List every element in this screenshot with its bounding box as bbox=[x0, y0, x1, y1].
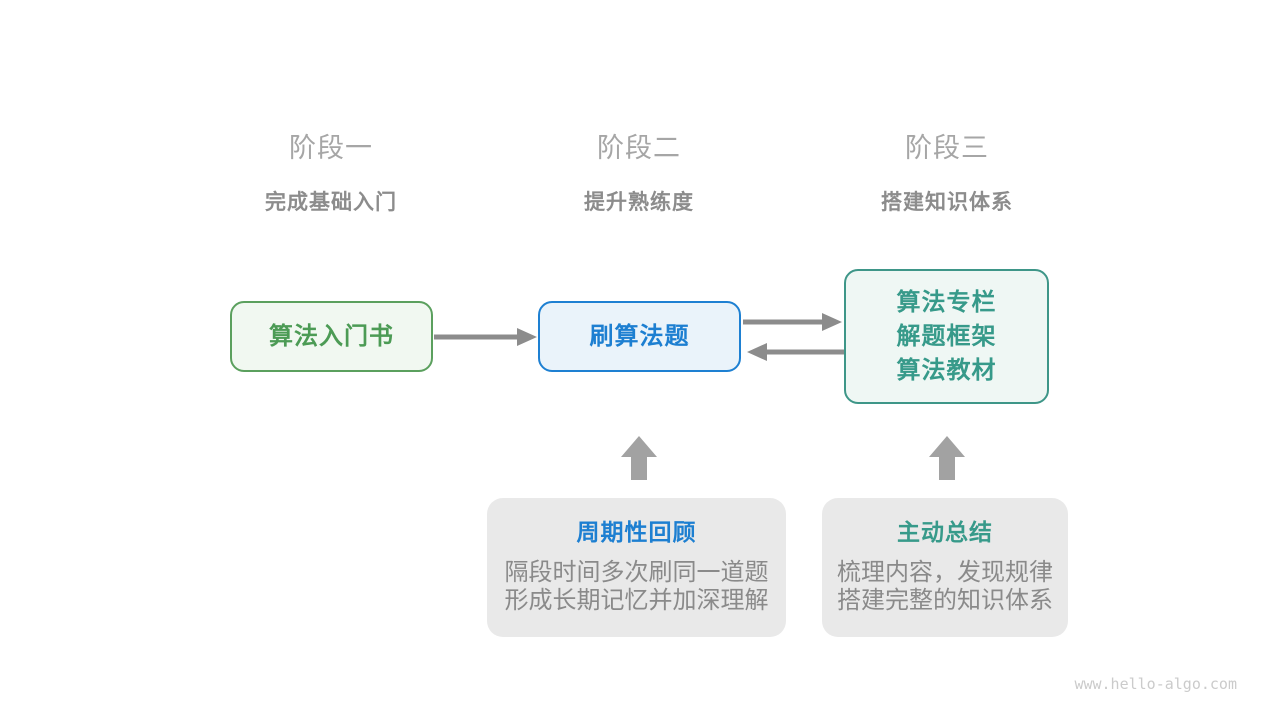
callout-periodic-review: 周期性回顾 隔段时间多次刷同一道题 形成长期记忆并加深理解 bbox=[487, 498, 786, 637]
node-knowledge-sources-line-3: 算法教材 bbox=[896, 356, 997, 384]
node-knowledge-sources: 算法专栏 解题框架 算法教材 bbox=[844, 269, 1049, 404]
callout-active-summary-line-2: 搭建完整的知识体系 bbox=[837, 587, 1053, 614]
node-knowledge-sources-line-1: 算法专栏 bbox=[896, 288, 997, 316]
node-knowledge-sources-line-2: 解题框架 bbox=[896, 322, 997, 350]
node-intro-book-label: 算法入门书 bbox=[269, 322, 394, 350]
stage-1-header: 阶段一 完成基础入门 bbox=[201, 126, 461, 216]
node-intro-book: 算法入门书 bbox=[230, 301, 433, 372]
callout-active-summary-line-1: 梳理内容，发现规律 bbox=[837, 559, 1053, 586]
arrow-sources-to-practice-icon bbox=[747, 343, 846, 361]
callout-active-summary: 主动总结 梳理内容，发现规律 搭建完整的知识体系 bbox=[822, 498, 1068, 637]
stage-2-header: 阶段二 提升熟练度 bbox=[509, 126, 769, 216]
arrow-practice-to-sources-icon bbox=[743, 313, 842, 331]
callout-active-summary-title: 主动总结 bbox=[897, 519, 993, 545]
stage-3-subtitle: 搭建知识体系 bbox=[881, 191, 1013, 214]
up-arrow-review-icon bbox=[621, 436, 657, 480]
stage-1-subtitle: 完成基础入门 bbox=[265, 191, 397, 214]
site-watermark: www.hello-algo.com bbox=[1074, 675, 1237, 693]
up-arrow-summary-icon bbox=[929, 436, 965, 480]
stage-3-label: 阶段三 bbox=[905, 133, 989, 163]
callout-active-summary-body: 梳理内容，发现规律 搭建完整的知识体系 bbox=[822, 559, 1068, 615]
callout-periodic-review-line-2: 形成长期记忆并加深理解 bbox=[504, 587, 769, 614]
stage-2-label: 阶段二 bbox=[597, 133, 681, 163]
arrow-book-to-practice-icon bbox=[434, 328, 537, 346]
callout-periodic-review-line-1: 隔段时间多次刷同一道题 bbox=[504, 559, 769, 586]
node-practice-problems-label: 刷算法题 bbox=[589, 322, 690, 350]
node-practice-problems: 刷算法题 bbox=[538, 301, 741, 372]
stage-1-label: 阶段一 bbox=[289, 133, 373, 163]
callout-periodic-review-title: 周期性回顾 bbox=[576, 519, 697, 545]
stage-3-header: 阶段三 搭建知识体系 bbox=[817, 126, 1077, 216]
callout-periodic-review-body: 隔段时间多次刷同一道题 形成长期记忆并加深理解 bbox=[487, 559, 786, 615]
stage-2-subtitle: 提升熟练度 bbox=[584, 191, 694, 214]
